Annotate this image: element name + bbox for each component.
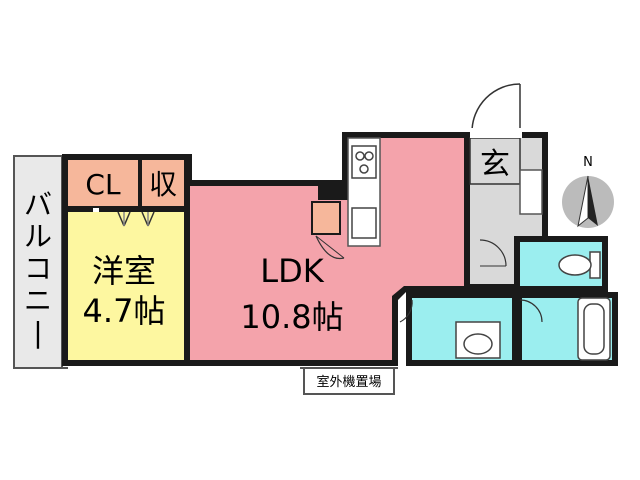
closet-door-icon xyxy=(93,208,155,227)
closet-area xyxy=(68,160,138,206)
balcony-label-3: コ xyxy=(24,252,52,285)
balcony-label-5: | xyxy=(33,316,42,349)
bathtub-icon xyxy=(577,297,611,361)
toilet-icon xyxy=(558,251,601,279)
stove-icon xyxy=(351,145,377,179)
storage-label: 収 xyxy=(149,168,177,201)
ac-unit-label: 室外機置場 xyxy=(316,374,381,390)
fridge-space xyxy=(311,201,341,235)
sink-icon xyxy=(351,207,377,239)
compass-north-label: N xyxy=(583,155,593,170)
ldk-size: 10.8帖 xyxy=(240,298,343,336)
balcony-area xyxy=(13,155,63,369)
balcony-label-2: ル xyxy=(24,220,52,253)
balcony-label-4: ニ xyxy=(24,284,52,317)
washbasin-icon xyxy=(455,321,501,359)
western-room-area xyxy=(68,212,184,360)
entrance-label: 玄 xyxy=(480,147,510,182)
shoe-cabinet xyxy=(519,169,543,215)
western-room-size: 4.7帖 xyxy=(83,292,166,330)
compass-icon xyxy=(562,175,614,228)
western-room-name: 洋室 xyxy=(92,252,156,290)
closet-label: CL xyxy=(85,168,121,201)
ldk-name: LDK xyxy=(260,252,324,290)
balcony-label-1: バ xyxy=(24,188,52,221)
ac-unit-space xyxy=(303,367,395,395)
entry-door-icon xyxy=(471,83,521,133)
storage-area xyxy=(142,160,184,206)
ldk-area xyxy=(190,138,464,360)
entrance-tile xyxy=(469,137,521,185)
